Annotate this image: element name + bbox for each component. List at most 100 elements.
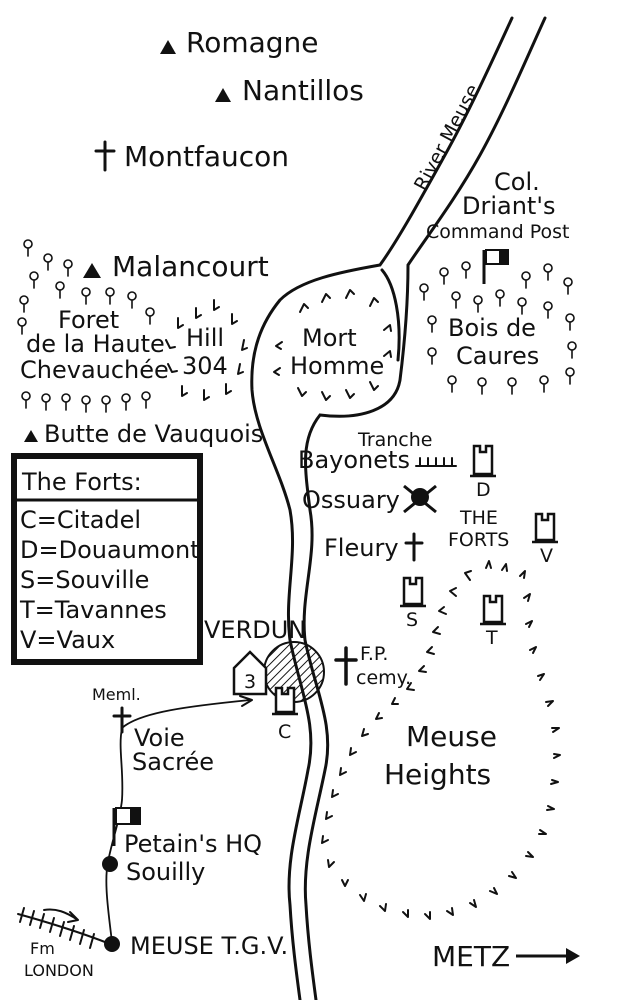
tranche-line2: Bayonets bbox=[298, 446, 410, 474]
village-triangle-icon bbox=[215, 88, 231, 102]
fp-line2: cemy. bbox=[356, 667, 411, 689]
fort-tower-icon bbox=[400, 576, 426, 608]
railway-from-london bbox=[17, 907, 111, 949]
forest-east-trees bbox=[419, 261, 577, 395]
petain-hq: Petain's HQ Souilly bbox=[102, 807, 262, 886]
bois-line1: Bois de bbox=[448, 314, 536, 342]
tranche-bayonets: Tranche Bayonets bbox=[298, 429, 457, 474]
fm-line1: Fm bbox=[30, 939, 55, 958]
theforts-label-group: THE FORTS bbox=[448, 507, 509, 551]
rail-arrow-icon bbox=[43, 908, 79, 923]
meml-label: Meml. bbox=[92, 685, 141, 704]
skull-crossbones-icon bbox=[403, 484, 437, 514]
hill-304: Hill 304 bbox=[165, 299, 248, 401]
fort-v-label: V bbox=[540, 545, 553, 567]
fort-d: D bbox=[470, 444, 496, 501]
bois-label-group: Bois de Caures bbox=[448, 314, 539, 370]
montfaucon: Montfaucon bbox=[94, 140, 289, 173]
souilly-dot bbox=[102, 856, 118, 872]
fp-cemetery: F.P. cemy. bbox=[334, 643, 411, 689]
tranche-line1: Tranche bbox=[357, 429, 433, 451]
legend-item: D=Douaumont bbox=[20, 536, 200, 564]
voie-sacree-route bbox=[105, 695, 253, 943]
hachure-marks bbox=[165, 299, 248, 401]
fleury: Fleury bbox=[324, 532, 424, 562]
meuse-heights-ridge bbox=[321, 560, 561, 920]
cross-icon bbox=[334, 646, 358, 686]
village-triangle-icon bbox=[83, 263, 101, 278]
fort-c: C bbox=[272, 686, 298, 743]
meuse-tgv: MEUSE T.G.V. bbox=[104, 932, 288, 960]
petain-line1: Petain's HQ bbox=[124, 830, 262, 858]
legend-item: T=Tavannes bbox=[19, 596, 167, 624]
fort-s-label: S bbox=[406, 609, 418, 631]
voie-sacree-label-group: Voie Sacrée bbox=[132, 724, 214, 776]
foret-line2: de la Haute bbox=[26, 330, 165, 358]
verdun: VERDUN 3 C bbox=[204, 616, 325, 743]
colonel-line1: Col. bbox=[494, 168, 540, 196]
arrow-right-icon bbox=[516, 948, 580, 964]
legend-box: The Forts: C=Citadel D=Douaumont S=Souvi… bbox=[11, 453, 203, 665]
hill-line2: 304 bbox=[182, 352, 228, 380]
fort-s: S bbox=[400, 576, 426, 631]
ossuary-label: Ossuary bbox=[302, 486, 400, 514]
mort-line1: Mort bbox=[302, 324, 357, 352]
meuse-line2: Heights bbox=[384, 758, 491, 791]
fp-line1: F.P. bbox=[360, 643, 388, 665]
malancourt: Malancourt bbox=[83, 250, 269, 283]
foret-line3: Chevauchée bbox=[20, 356, 169, 384]
voie-line1: Voie bbox=[134, 724, 185, 752]
meuse-heights-label-group: Meuse Heights bbox=[384, 720, 497, 791]
verdun-label: VERDUN bbox=[204, 616, 306, 644]
from-london: Fm LONDON bbox=[24, 939, 94, 980]
flag-icon bbox=[112, 807, 141, 846]
metz-direction: METZ bbox=[432, 940, 580, 973]
foret-label-group: Foret de la Haute Chevauchée bbox=[20, 306, 169, 384]
fort-v: V bbox=[532, 512, 558, 567]
fort-tower-icon bbox=[532, 512, 558, 544]
house-icon: 3 bbox=[232, 650, 268, 696]
foret-line1: Foret bbox=[58, 306, 119, 334]
butte-de-vauquois: Butte de Vauquois bbox=[24, 420, 263, 448]
mort-line2: Homme bbox=[290, 352, 384, 380]
fleury-label: Fleury bbox=[324, 534, 399, 562]
fort-t-label: T bbox=[485, 627, 498, 649]
village-triangle-icon bbox=[160, 40, 176, 54]
col-driant-command-post: Col. Driant's Command Post bbox=[426, 168, 569, 284]
fort-t: T bbox=[480, 594, 506, 649]
colonel-line2: Driant's bbox=[462, 192, 555, 220]
legend-item: S=Souville bbox=[20, 566, 149, 594]
legend-item: C=Citadel bbox=[20, 506, 141, 534]
malancourt-label: Malancourt bbox=[112, 250, 269, 283]
nantillos-label: Nantillos bbox=[242, 74, 364, 107]
memorial: Meml. bbox=[92, 685, 141, 734]
legend-title: The Forts: bbox=[21, 468, 142, 496]
village-triangle-icon bbox=[24, 430, 38, 442]
tgv-label: MEUSE T.G.V. bbox=[130, 932, 288, 960]
cross-icon bbox=[404, 532, 424, 562]
ossuary: Ossuary bbox=[302, 484, 437, 514]
montfaucon-label: Montfaucon bbox=[124, 140, 289, 173]
trench-icon bbox=[415, 457, 457, 467]
fm-line2: LONDON bbox=[24, 961, 94, 980]
fort-tower-icon bbox=[272, 686, 298, 716]
forest-west-trees bbox=[17, 239, 155, 413]
fort-c-label: C bbox=[278, 721, 291, 743]
verdun-number: 3 bbox=[244, 671, 256, 693]
hachure-marks bbox=[273, 289, 392, 401]
legend-item: V=Vaux bbox=[20, 626, 115, 654]
hill-line1: Hill bbox=[186, 324, 224, 352]
theforts-line1: THE bbox=[459, 507, 498, 529]
romagne-label: Romagne bbox=[186, 26, 319, 59]
metz-label: METZ bbox=[432, 940, 510, 973]
theforts-line2: FORTS bbox=[448, 529, 509, 551]
voie-line2: Sacrée bbox=[132, 748, 214, 776]
river-label: River Meuse bbox=[410, 81, 484, 195]
tgv-station-dot bbox=[104, 936, 120, 952]
colonel-line3: Command Post bbox=[426, 221, 569, 243]
romagne: Romagne bbox=[160, 26, 319, 59]
petain-line2: Souilly bbox=[126, 858, 205, 886]
flag-icon bbox=[482, 249, 509, 284]
fort-tower-icon bbox=[470, 444, 496, 478]
